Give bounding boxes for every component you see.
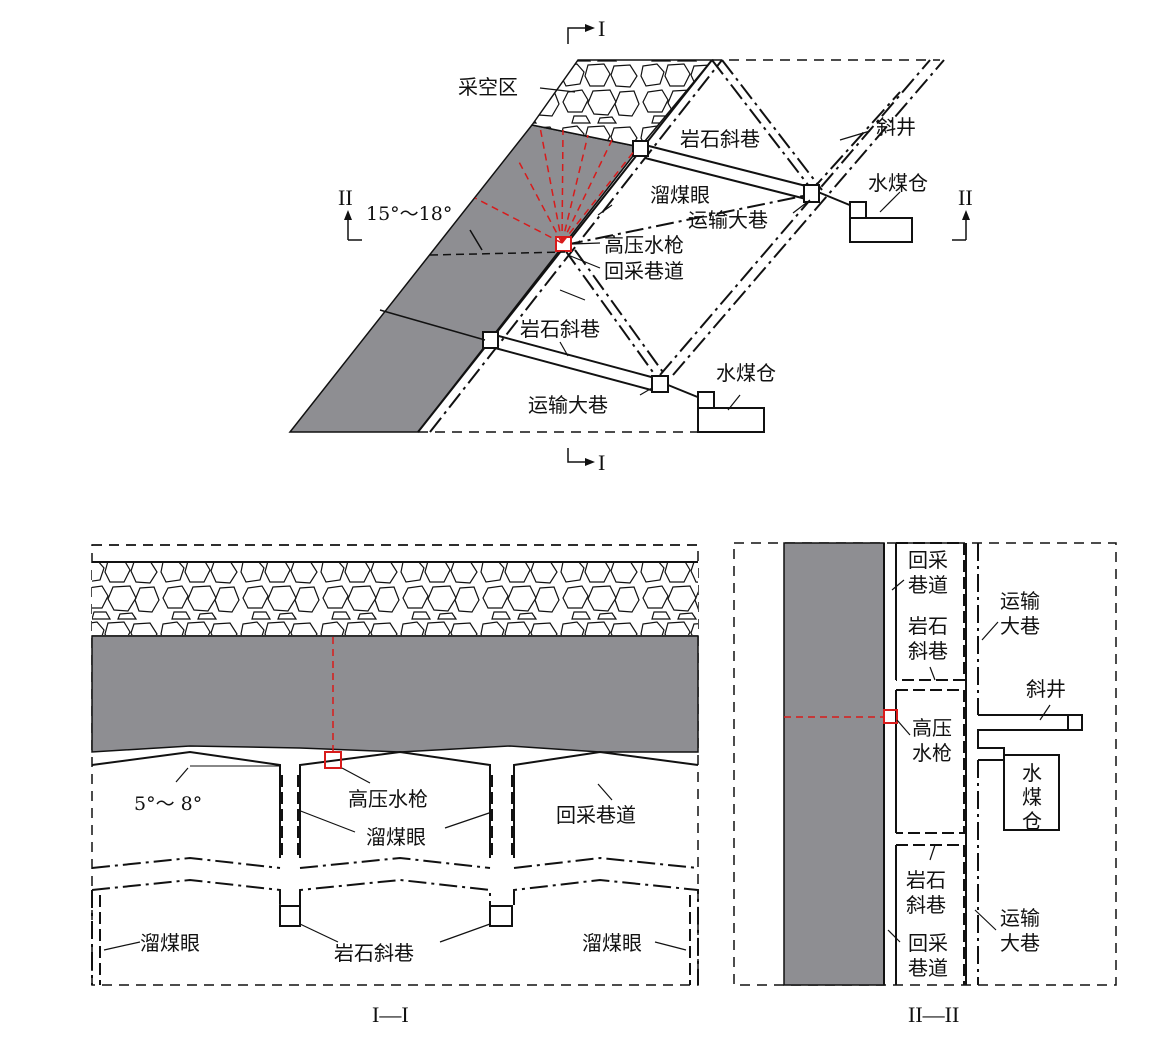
section-mark-i-top: I (598, 16, 605, 41)
label-rock-incline-lower: 岩石斜巷 (520, 317, 600, 341)
coal-seam (288, 124, 642, 433)
label-stope-roadway-plan: 回采巷道 (604, 259, 684, 283)
monitor-box-ii (883, 709, 898, 724)
label-ii-bin-3: 仓 (1022, 809, 1042, 833)
water-jet-fan (474, 126, 636, 244)
label-rock-incline-i: 岩石斜巷 (334, 941, 414, 965)
label-ii-haul-bot-1: 运输 (1000, 906, 1040, 930)
label-chute-center: 溜煤眼 (366, 825, 426, 849)
label-chute-right: 溜煤眼 (582, 931, 642, 955)
goaf-section-i (92, 563, 698, 635)
label-haulage-lower: 运输大巷 (528, 393, 608, 417)
label-goaf: 采空区 (458, 75, 518, 99)
label-ii-bin-2: 煤 (1022, 785, 1042, 809)
label-water-bin-upper: 水煤仓 (868, 171, 928, 195)
label-angle-plan: 15°～18° (366, 203, 452, 225)
section-i: 5°～ 8° 高压水枪 溜煤眼 回采巷道 溜煤眼 岩石斜巷 溜煤眼 I—I (91, 544, 699, 1027)
label-ii-rock-bot-2: 斜巷 (906, 893, 946, 917)
coal-seam-section-i (91, 635, 699, 753)
section-mark-ii-left: II (338, 185, 353, 210)
label-ii-haul-top-1: 运输 (1000, 589, 1040, 613)
label-ii-stope-bot-2: 巷道 (908, 956, 948, 980)
label-haulage-upper: 运输大巷 (688, 208, 768, 232)
label-inclined-shaft: 斜井 (876, 115, 916, 139)
label-ii-monitor-2: 水枪 (912, 741, 952, 765)
coal-seam-section-ii (783, 542, 885, 986)
label-ii-stope-top-2: 巷道 (908, 573, 948, 597)
plan-view: I I II II 采空区 岩石斜巷 斜井 溜煤眼 运输大巷 水煤仓 15°～1… (288, 16, 973, 475)
label-ii-haul-top-2: 大巷 (1000, 614, 1040, 638)
label-ii-stope-bot-1: 回采 (908, 931, 948, 955)
section-ii: 回采 巷道 岩石 斜巷 运输 大巷 高压 水枪 斜井 水 煤 仓 岩石 斜巷 运… (733, 542, 1117, 1027)
label-ii-bin-1: 水 (1022, 761, 1042, 785)
label-monitor-section-i: 高压水枪 (348, 787, 428, 811)
label-chute-left: 溜煤眼 (140, 931, 200, 955)
label-ii-monitor-1: 高压 (912, 716, 952, 740)
label-ii-stope-top-1: 回采 (908, 548, 948, 572)
label-rock-incline-upper: 岩石斜巷 (680, 127, 760, 151)
label-angle-section-i: 5°～ 8° (134, 793, 202, 815)
label-monitor-plan: 高压水枪 (604, 233, 684, 257)
label-ii-rock-top-1: 岩石 (908, 614, 948, 638)
label-ii-shaft: 斜井 (1026, 677, 1066, 701)
label-ii-rock-bot-1: 岩石 (906, 868, 946, 892)
caption-section-ii: II—II (908, 1002, 959, 1027)
caption-section-i: I—I (372, 1002, 409, 1027)
section-mark-ii-right: II (958, 185, 973, 210)
label-ii-rock-top-2: 斜巷 (908, 639, 948, 663)
section-mark-i-bottom: I (598, 450, 605, 475)
label-stope-roadway-i: 回采巷道 (556, 803, 636, 827)
label-chute: 溜煤眼 (650, 183, 710, 207)
label-ii-haul-bot-2: 大巷 (1000, 931, 1040, 955)
label-water-bin-lower: 水煤仓 (716, 361, 776, 385)
